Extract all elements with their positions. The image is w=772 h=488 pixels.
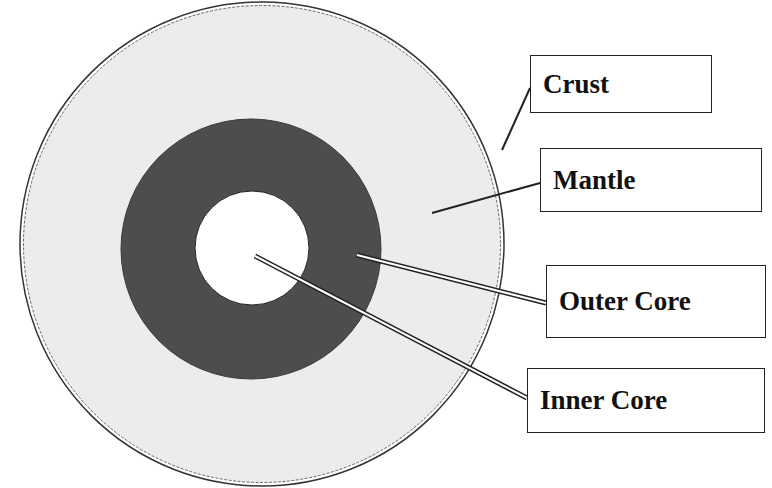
leader-line [357,255,546,303]
label-box: Outer Core [546,265,766,338]
label-box: Inner Core [527,368,765,433]
leader-line [255,256,527,398]
leader-line [255,256,527,398]
label-box: Crust [530,55,712,113]
leader-line [357,255,546,303]
crust-outline [20,2,504,486]
layer-label: Crust [543,69,609,100]
outer-core-layer [121,119,381,379]
layer-label: Inner Core [540,385,667,416]
mantle-layer [24,6,501,483]
inner-core-layer [195,191,309,305]
layer-label: Outer Core [559,286,691,317]
layer-label: Mantle [553,165,635,196]
leader-line [502,88,530,150]
label-box: Mantle [540,148,762,212]
leader-line [432,183,540,213]
